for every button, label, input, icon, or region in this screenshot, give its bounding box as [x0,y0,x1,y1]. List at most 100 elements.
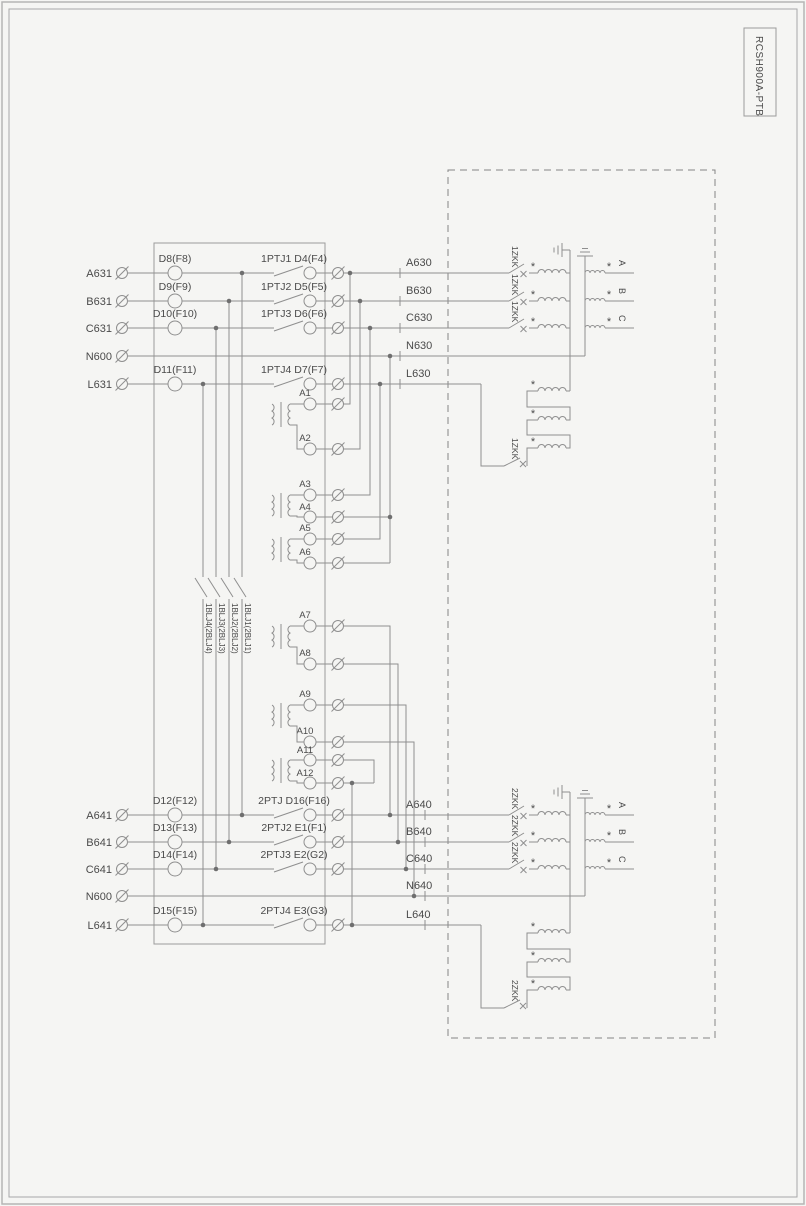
terminal-a10: A10 [297,726,345,749]
contact-x-icon [520,839,527,847]
terminal-label: A4 [299,502,311,513]
secondary-coil-icon [584,839,634,843]
primary-coil-icon [529,865,570,870]
feeder-row-l641: L641 D15(F15) 2PTJ4 E3(G3) L640 [88,905,481,933]
terminal-label: L631 [88,379,112,391]
terminal-label: B631 [86,296,112,308]
feeder-row-n600-top: N600 N630 [86,340,585,363]
fuse-label: D11(F11) [154,364,197,376]
feeder-row-b641: B641 D13(F13) 2PTJ2 E1(F1) B640 [86,822,509,850]
polarity-mark: * [531,830,536,842]
terminal-a11: A11 [297,745,345,767]
screw-terminal-icon [331,619,345,633]
terminal-circle-icon [303,442,317,456]
delta-coil-icon [537,929,567,934]
terminal-label: A631 [86,268,112,280]
terminal-a12: A12 [297,768,345,790]
fuse-icon [167,265,183,281]
fuse-label: D14(F14) [153,849,197,861]
contact-x-icon [520,866,527,874]
screw-terminal-icon [115,321,129,335]
terminal-a4: A4 [299,502,345,524]
ground-icon [553,785,570,799]
contact-x-icon [520,270,527,278]
switch-label: 2PTJ3 E2(G2) [260,849,327,861]
secondary-coil-icon [584,298,634,302]
phase-label: A [617,260,627,266]
zkk-switch-icon [508,318,525,329]
bus-label: A630 [406,257,432,269]
polarity-mark: * [531,379,536,391]
switch-contact-icon [303,377,317,391]
fuse-icon [167,834,183,850]
secondary-coil-icon [584,270,634,274]
screw-terminal-icon [331,556,345,570]
primary-coil-icon [529,269,570,274]
knife-switch-icon [273,265,304,277]
pt2-secondary: * A * B * C [577,790,634,896]
terminal-label: A8 [299,648,311,659]
secondary-coil-icon [584,866,634,870]
phase-link-wires [202,273,243,925]
switch-contact-icon [303,294,317,308]
terminal-label: A641 [86,810,112,822]
polarity-mark: * [607,857,612,869]
transformer-icon [270,624,304,665]
polarity-mark: * [531,921,536,933]
screw-terminal-icon [331,753,345,767]
polarity-mark: * [531,436,536,448]
terminal-label: L641 [88,920,112,932]
contact-x-icon [520,812,527,820]
transformer-icon [270,537,304,564]
zkk-switch-label: 2ZKK [510,842,520,864]
zkk-switch-icon [508,805,525,816]
top-feeder-rows: A631 D8(F8) 1PTJ1 D4(F4) A630 B631 D9(F9… [86,253,585,392]
terminal-label: A6 [299,547,311,558]
pt2-broken-delta: * * * 2ZKK [480,921,571,1010]
screw-terminal-icon [331,862,345,876]
transformer-icon [270,402,304,450]
switch-contact-icon [303,918,317,932]
transformer-icon [270,703,304,743]
drawing-title: RCSH900A-PTB [753,36,764,116]
terminal-circle-icon [303,397,317,411]
phase-label: C [617,315,627,322]
screw-terminal-icon [115,294,129,308]
junction-box [153,242,326,945]
pt2-primary: * 2ZKK * 2ZKK * 2ZKK [508,785,571,933]
knife-switch-icon [220,577,234,598]
knife-switch-icon [273,376,304,388]
terminal-a9: A9 [299,689,345,712]
screw-terminal-icon [331,735,345,749]
terminal-circle-icon [303,698,317,712]
fuse-label: D15(F15) [153,905,197,917]
wiring-bundle [200,270,417,928]
bus-label: A640 [406,799,432,811]
secondary-coil-icon [584,812,634,816]
title-block-box [743,27,777,117]
zkk-switch-label: 1ZKK [510,301,520,323]
zkk-switch-icon [508,859,525,870]
blj-switch-label: 1BLJ2(2BLJ2) [230,603,239,654]
zkk-switch-icon [503,999,521,1009]
terminal-label: A9 [299,689,311,700]
switch-contact-icon [303,321,317,335]
feeder-row-c631: C631 D10(F10) 1PTJ3 D6(F6) C630 [86,308,509,336]
screw-terminal-icon [115,889,129,903]
bundle-wires [344,273,415,925]
transformer-icon [270,758,304,784]
fuse-icon [167,376,183,392]
fuse-label: D8(F8) [159,253,192,265]
blj-switch-label: 1BLJ1(2BLJ1) [243,603,252,654]
screw-terminal-icon [331,442,345,456]
bus-label: L640 [406,909,430,921]
junction-dots [200,270,417,928]
switch-contact-icon [303,808,317,822]
screw-terminal-icon [331,918,345,932]
polarity-mark: * [531,316,536,328]
feeder-row-a641: A641 D12(F12) 2PTJ D16(F16) A640 [86,795,509,823]
bottom-feeder-rows: A641 D12(F12) 2PTJ D16(F16) A640 B641 D1… [86,795,585,933]
screw-terminal-icon [331,377,345,391]
